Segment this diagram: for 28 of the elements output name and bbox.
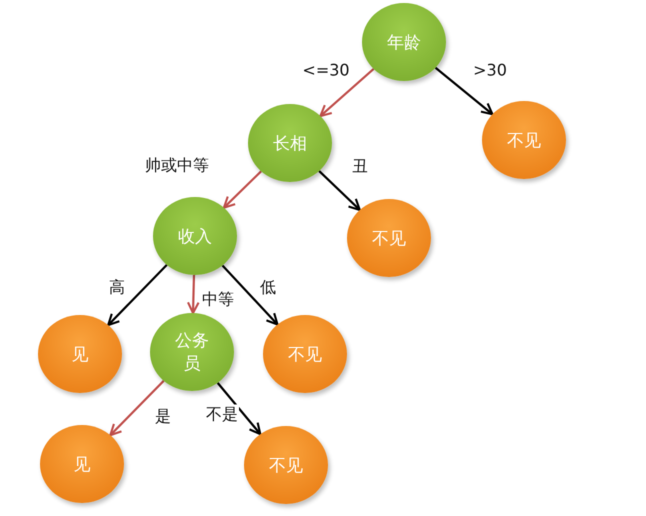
arrow xyxy=(216,382,262,436)
node-label: 不见 xyxy=(372,228,406,250)
node-label: 不见 xyxy=(288,344,322,366)
result-circle xyxy=(482,101,566,179)
arrow xyxy=(107,264,168,326)
result-circle xyxy=(347,199,431,277)
node-label: 公务员 xyxy=(174,330,210,375)
decision-circle xyxy=(153,197,237,275)
node-label: 不见 xyxy=(269,454,303,476)
arrow xyxy=(434,66,494,116)
node-label: 年龄 xyxy=(387,32,421,54)
arrow xyxy=(109,380,164,436)
result-circle xyxy=(263,315,347,393)
result-circle xyxy=(38,315,122,393)
node-label: 见 xyxy=(74,454,90,476)
arrow xyxy=(186,274,200,314)
arrow xyxy=(222,170,262,209)
result-circle xyxy=(244,426,328,504)
node-label: 收入 xyxy=(178,226,212,248)
node-label: 见 xyxy=(72,344,88,366)
decision-circle xyxy=(248,104,332,182)
result-circle xyxy=(40,425,124,503)
arrow xyxy=(222,264,279,326)
node-label: 不见 xyxy=(507,130,541,152)
arrow xyxy=(318,170,361,212)
decision-circle xyxy=(362,3,446,81)
arrow xyxy=(319,68,374,118)
node-label: 长相 xyxy=(273,132,307,154)
